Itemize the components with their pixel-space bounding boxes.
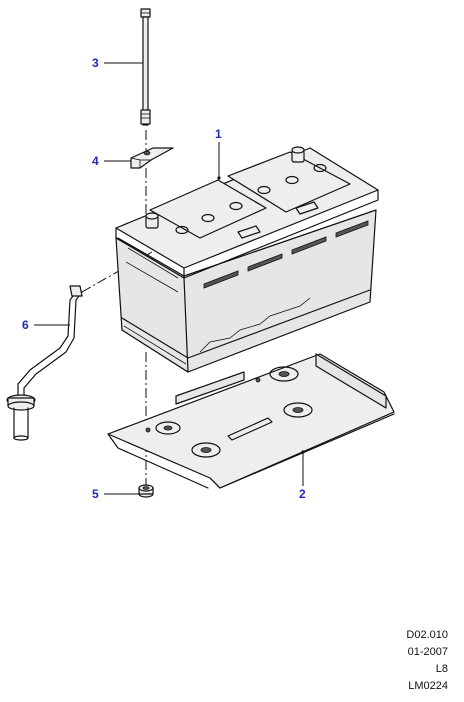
hold-down-bolt bbox=[140, 8, 151, 126]
battery-terminals bbox=[145, 146, 305, 229]
tray-mounting-bosses bbox=[155, 366, 313, 458]
drawing-level: L8 bbox=[435, 663, 448, 675]
hold-down-clamp bbox=[130, 147, 174, 169]
callout-2: 2 bbox=[299, 487, 306, 501]
retaining-nut bbox=[138, 484, 154, 498]
callout-3: 3 bbox=[92, 56, 99, 70]
vent-tube bbox=[6, 285, 83, 441]
callout-6: 6 bbox=[22, 318, 29, 332]
drawing-code: D02.010 bbox=[406, 629, 448, 641]
vent-caps bbox=[175, 163, 327, 235]
drawing-date: 01-2007 bbox=[407, 646, 448, 658]
battery-tray bbox=[107, 353, 395, 489]
callout-4: 4 bbox=[92, 154, 99, 168]
battery bbox=[115, 146, 379, 373]
drawing-reference-block: D02.010 01-2007 L8 LM0224 bbox=[406, 627, 448, 695]
drawing-reference: LM0224 bbox=[408, 680, 448, 692]
callout-1: 1 bbox=[215, 127, 222, 141]
callout-5: 5 bbox=[92, 487, 99, 501]
